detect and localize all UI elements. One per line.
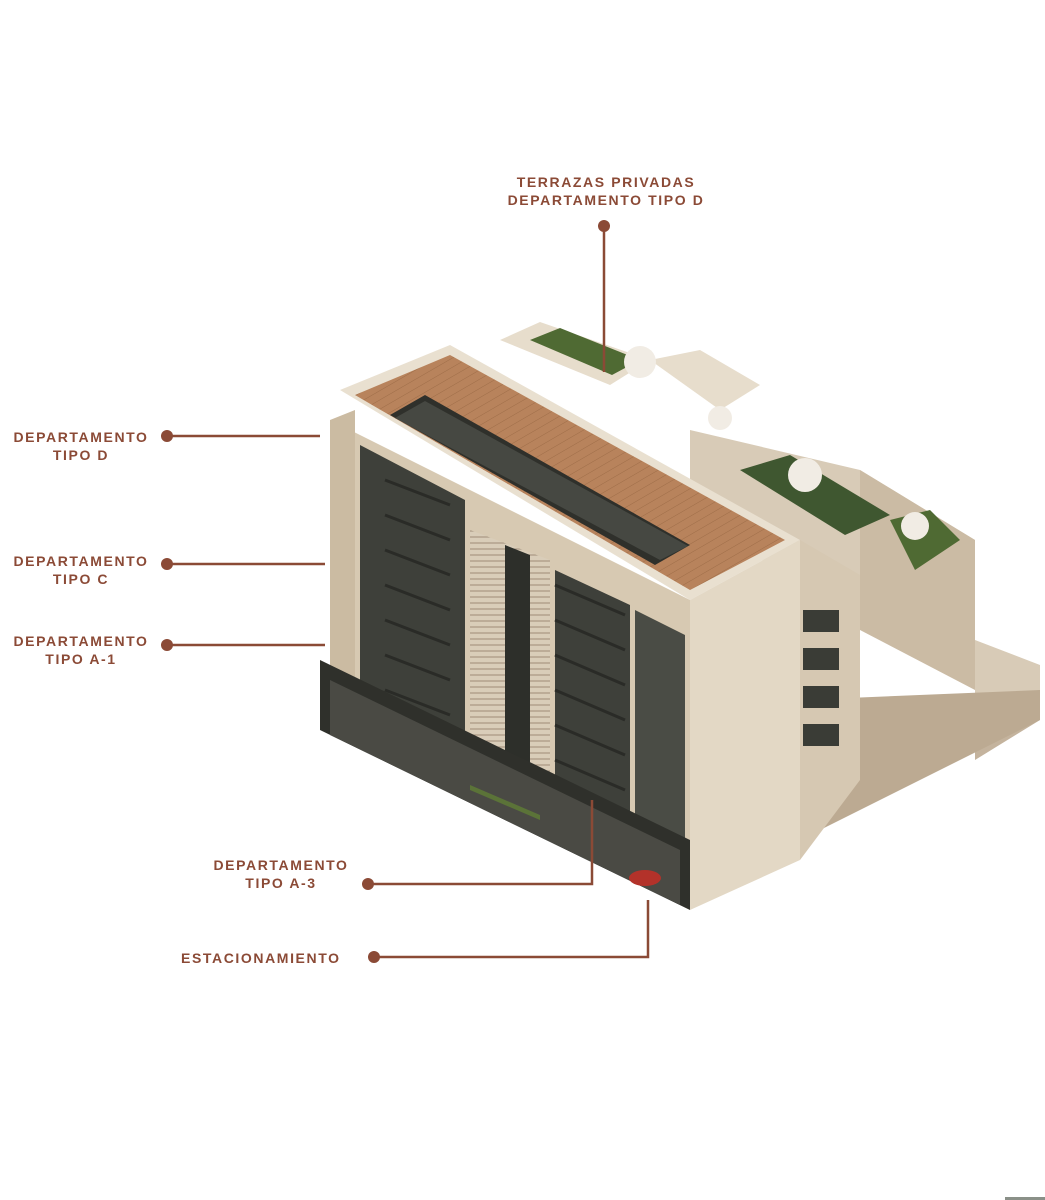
label-tipo-c: DEPARTAMENTO TIPO C xyxy=(8,552,154,588)
label-terrazas: TERRAZAS PRIVADAS DEPARTAMENTO TIPO D xyxy=(496,173,716,209)
dot-terrazas xyxy=(598,220,610,232)
label-tipo-a3-line2: TIPO A-3 xyxy=(245,875,317,891)
main-roof xyxy=(340,345,800,600)
label-tipo-c-line1: DEPARTAMENTO xyxy=(13,553,149,569)
leader-lines xyxy=(167,226,650,959)
label-tipo-a1-line1: DEPARTAMENTO xyxy=(13,633,149,649)
dot-tipo-d xyxy=(161,430,173,442)
dot-tipo-a1 xyxy=(161,639,173,651)
label-terrazas-line2: DEPARTAMENTO TIPO D xyxy=(507,192,705,208)
main-facade xyxy=(330,410,690,910)
label-tipo-d: DEPARTAMENTO TIPO D xyxy=(8,428,154,464)
dot-tipo-a3 xyxy=(362,878,374,890)
leader-dots xyxy=(161,220,610,963)
label-tipo-a1-line2: TIPO A-1 xyxy=(45,651,117,667)
leader-tipo-a3 xyxy=(368,800,594,886)
label-estacionamiento-line1: ESTACIONAMIENTO xyxy=(181,950,341,966)
balconies xyxy=(384,478,626,827)
corner-divider xyxy=(1005,1197,1045,1200)
label-tipo-d-line2: TIPO D xyxy=(52,447,110,463)
label-tipo-d-line1: DEPARTAMENTO xyxy=(13,429,149,445)
leader-estacionamiento xyxy=(374,900,650,959)
label-tipo-a3: DEPARTAMENTO TIPO A-3 xyxy=(208,856,354,892)
dot-estacionamiento xyxy=(368,951,380,963)
label-estacionamiento: ESTACIONAMIENTO xyxy=(181,949,341,967)
label-terrazas-line1: TERRAZAS PRIVADAS xyxy=(516,174,696,190)
dot-tipo-c xyxy=(161,558,173,570)
label-tipo-c-line2: TIPO C xyxy=(52,571,110,587)
end-wall xyxy=(690,540,860,910)
rear-terraces xyxy=(500,322,960,570)
label-tipo-a1: DEPARTAMENTO TIPO A-1 xyxy=(8,632,154,668)
label-tipo-a3-line1: DEPARTAMENTO xyxy=(213,857,349,873)
